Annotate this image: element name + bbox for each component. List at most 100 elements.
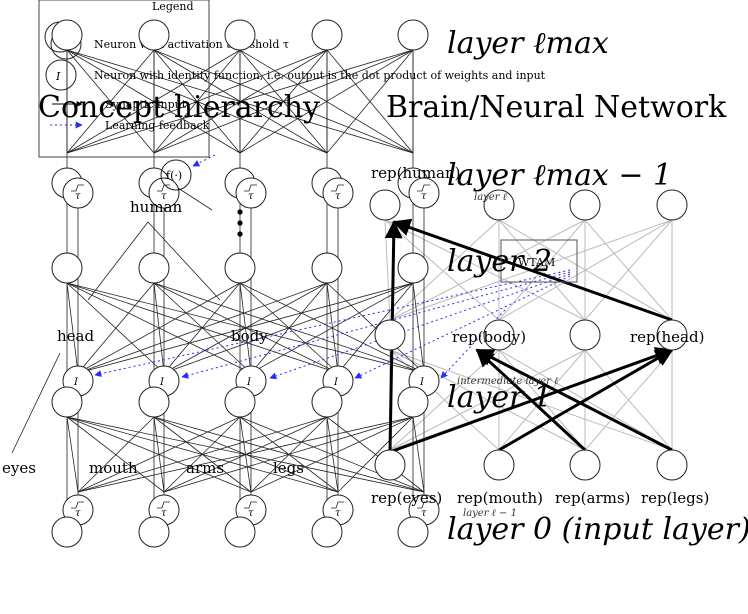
threshold-step-icon [244, 501, 257, 509]
rep-label-eyes: rep(eyes) [371, 489, 442, 507]
neuron-layer-1 [138, 386, 170, 418]
rep-label-body: rep(body) [452, 328, 526, 346]
synapse-edge [153, 49, 414, 154]
legend-box [38, 0, 210, 158]
gray-synapse-edge [584, 219, 673, 321]
neuron-layer-lmax [224, 19, 256, 51]
gray-synapse-edge [498, 219, 586, 321]
synapse-edge [77, 282, 414, 374]
identity-symbol: I [246, 377, 252, 388]
learning-feedback-arrow [181, 271, 571, 379]
gray-synapse-edge [584, 349, 673, 451]
neuron-circle [138, 19, 170, 51]
concept-label-legs: legs [273, 459, 304, 477]
neuron-layer-1 [311, 386, 343, 418]
synapse-edge [66, 49, 241, 154]
synapse-edge [412, 282, 425, 374]
neuron-circle [569, 449, 601, 481]
learning-feedback-arrow [94, 269, 571, 378]
legend-item-synaptic: Synaptic input [105, 98, 187, 111]
rep-neuron-row-1 [569, 319, 601, 351]
rep-connection-arrow [392, 218, 673, 322]
legend-item-threshold: Neuron with activation threshold τ [94, 38, 289, 51]
layer-label-lmax-minus-1: layer ℓmax − 1 [447, 158, 672, 193]
threshold-step-icon [331, 501, 344, 509]
tau-symbol: τ [161, 191, 167, 202]
threshold-step-icon [244, 184, 257, 192]
identity-symbol: I [419, 377, 425, 388]
neuron-circle [311, 252, 343, 284]
neuron-circle [397, 19, 429, 51]
neuron-circle [656, 189, 688, 221]
rep-neuron-row-2 [374, 449, 406, 481]
neuron-circle [408, 177, 440, 209]
identity-neuron-icon: I [45, 59, 77, 91]
rep-neuron-row-1 [374, 319, 406, 351]
tau-symbol: τ [335, 508, 341, 519]
layer-label-lmax: layer ℓmax [447, 26, 609, 61]
synapse-edge [77, 416, 241, 493]
rep-neuron-row-0 [369, 189, 401, 221]
identity-symbol: I [159, 377, 165, 388]
threshold-step-icon [71, 184, 84, 192]
synapse-edge [77, 416, 328, 493]
neuron-circle [224, 19, 256, 51]
neuron-circle [483, 319, 515, 351]
neuron-circle [311, 386, 343, 418]
svg-text:f(·): f(·) [166, 169, 182, 182]
intermediate-layer-caption: intermediate layer ℓ [457, 376, 558, 387]
threshold-step-icon [331, 184, 344, 192]
neuron-circle [224, 516, 256, 548]
neuron-circle [51, 19, 83, 51]
neuron-circle [311, 19, 343, 51]
layer-label-0: layer 0 (input layer) [447, 512, 748, 547]
concept-label-arms: arms [186, 459, 224, 477]
neuron-circle [483, 449, 515, 481]
concept-label-eyes: eyes [2, 459, 36, 477]
learning-feedback-arrow [192, 154, 216, 167]
gray-synapse-edge [389, 219, 500, 321]
threshold-step-icon [157, 184, 170, 192]
neuron-circle [374, 319, 406, 351]
threshold-step-icon [157, 501, 170, 509]
legend-item-feedback: Learning feedback [105, 119, 210, 132]
wtam-box: WTAM [500, 239, 578, 283]
neuron-circle [51, 386, 83, 418]
synapse-edge [326, 49, 414, 154]
neuron-circle [51, 252, 83, 284]
tau-symbol: τ [335, 191, 341, 202]
neuron-circle [397, 252, 429, 284]
identity-symbol: I [73, 377, 79, 388]
neuron-circle [224, 386, 256, 418]
synapse-edge [250, 416, 414, 493]
neuron-circle [397, 516, 429, 548]
neuron-layer-1 [224, 386, 256, 418]
threshold-step-icon [417, 184, 430, 192]
layer-l-minus-1-caption: layer ℓ − 1 [463, 508, 517, 519]
threshold-neuron-lmax-1: τ [62, 177, 94, 209]
svg-text:WTAM: WTAM [518, 256, 555, 269]
neuron-layer-lmax [51, 19, 83, 51]
neuron-layer-2 [224, 252, 256, 284]
neuron-circle [374, 449, 406, 481]
neuron-layer-2 [311, 252, 343, 284]
synapse-edge [66, 49, 155, 154]
threshold-neuron-lmax-1: τ [148, 177, 180, 209]
neuron-circle [656, 449, 688, 481]
synapse-edge [163, 416, 414, 493]
rep-neuron-row-1 [656, 319, 688, 351]
rep-connection-arrow [498, 348, 674, 452]
legend-item-identity: Neuron with identity function, i.e. outp… [94, 69, 546, 82]
neuron-circle [369, 189, 401, 221]
threshold-step-icon [71, 501, 84, 509]
rep-label-mouth: rep(mouth) [457, 489, 543, 507]
neuron-layer-0 [311, 516, 343, 548]
synapse-edge [337, 416, 414, 493]
neuron-layer-0 [51, 516, 83, 548]
threshold-neuron-lmax-1: τ [322, 177, 354, 209]
neuron-circle [656, 319, 688, 351]
neuron-circle [62, 177, 94, 209]
rep-neuron-row-2 [569, 449, 601, 481]
layer-label-2: layer 2 [447, 244, 552, 279]
neuron-layer-1 [51, 386, 83, 418]
